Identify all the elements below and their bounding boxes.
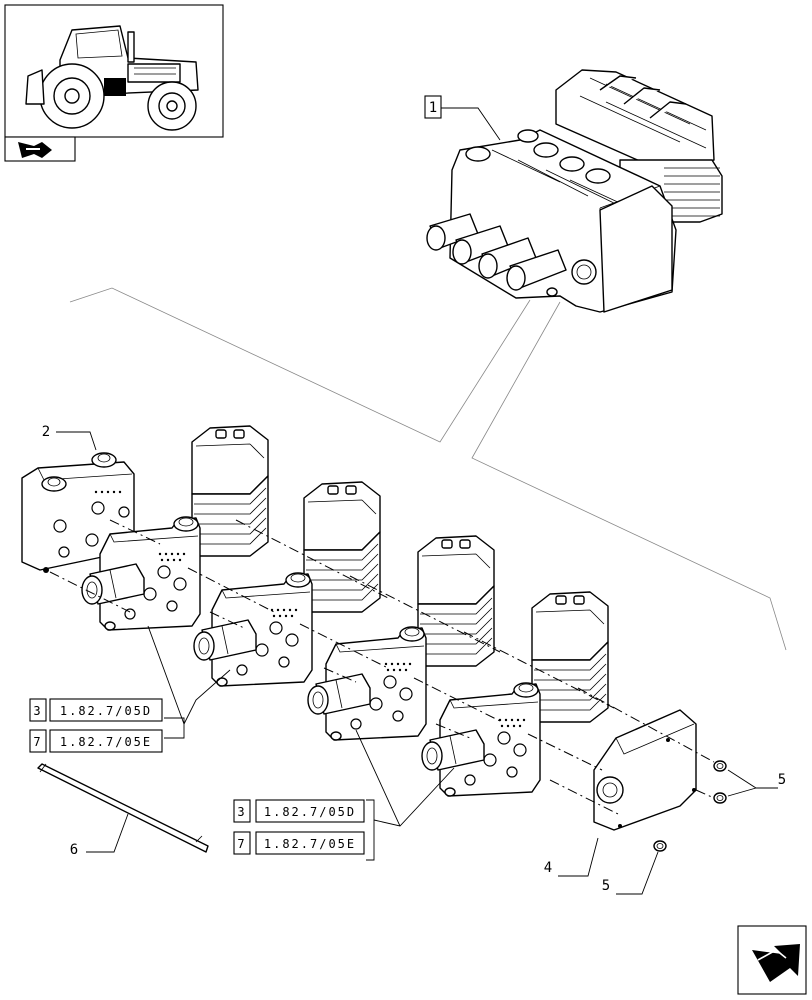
assembled-valve-block bbox=[426, 69, 723, 313]
callout-4-label: 4 bbox=[544, 860, 552, 876]
ref-a1-code[interactable]: 1.82.7/05D bbox=[60, 704, 152, 718]
ref-b2-num: 7 bbox=[237, 837, 246, 851]
callout-5b-label: 5 bbox=[602, 878, 610, 894]
callout-5b: 5 bbox=[602, 851, 659, 895]
ref-group-a-leaders bbox=[147, 625, 231, 739]
tie-rod bbox=[37, 763, 209, 853]
ref-b2-code-box[interactable] bbox=[255, 831, 365, 855]
callout-5a: 5 bbox=[727, 769, 786, 797]
ref-b2-num-box bbox=[233, 831, 251, 855]
ref-b1-code-box[interactable] bbox=[255, 799, 365, 823]
ref-b1-code[interactable]: 1.82.7/05D bbox=[264, 805, 356, 819]
tractor-thumbnail-icon bbox=[4, 4, 224, 162]
ref-a2-code-box[interactable] bbox=[49, 729, 163, 753]
ref-group-b[interactable]: 3 1.82.7/05D 7 1.82.7/05E bbox=[233, 799, 365, 855]
ref-a1-code-box[interactable] bbox=[49, 698, 163, 722]
callout-2: 2 bbox=[42, 424, 97, 451]
arrow-nav-icon[interactable] bbox=[18, 142, 52, 158]
next-page-arrow-icon[interactable] bbox=[737, 925, 807, 995]
assembly-guide-lines bbox=[69, 287, 787, 651]
alignment-lines bbox=[49, 519, 715, 815]
ref-a2-num: 7 bbox=[33, 735, 42, 749]
callout-2-label: 2 bbox=[42, 424, 50, 440]
callout-4: 4 bbox=[544, 837, 599, 877]
callout-6: 6 bbox=[70, 813, 129, 858]
nut-set bbox=[653, 760, 727, 852]
ref-a1-num-box bbox=[29, 698, 47, 722]
ref-a2-code[interactable]: 1.82.7/05E bbox=[60, 735, 152, 749]
end-cover bbox=[593, 709, 697, 831]
callout-1-label: 1 bbox=[429, 100, 437, 116]
ref-b1-num-box bbox=[233, 799, 251, 823]
ref-a1-num: 3 bbox=[33, 704, 42, 718]
ref-b1-num: 3 bbox=[237, 805, 246, 819]
ref-b2-code[interactable]: 1.82.7/05E bbox=[264, 837, 356, 851]
ref-group-a[interactable]: 3 1.82.7/05D 7 1.82.7/05E bbox=[29, 698, 163, 753]
callout-6-label: 6 bbox=[70, 842, 78, 858]
ref-group-b-leaders bbox=[355, 729, 455, 861]
ref-a2-num-box bbox=[29, 729, 47, 753]
callout-1: 1 bbox=[424, 95, 501, 141]
callout-5a-label: 5 bbox=[778, 772, 786, 788]
